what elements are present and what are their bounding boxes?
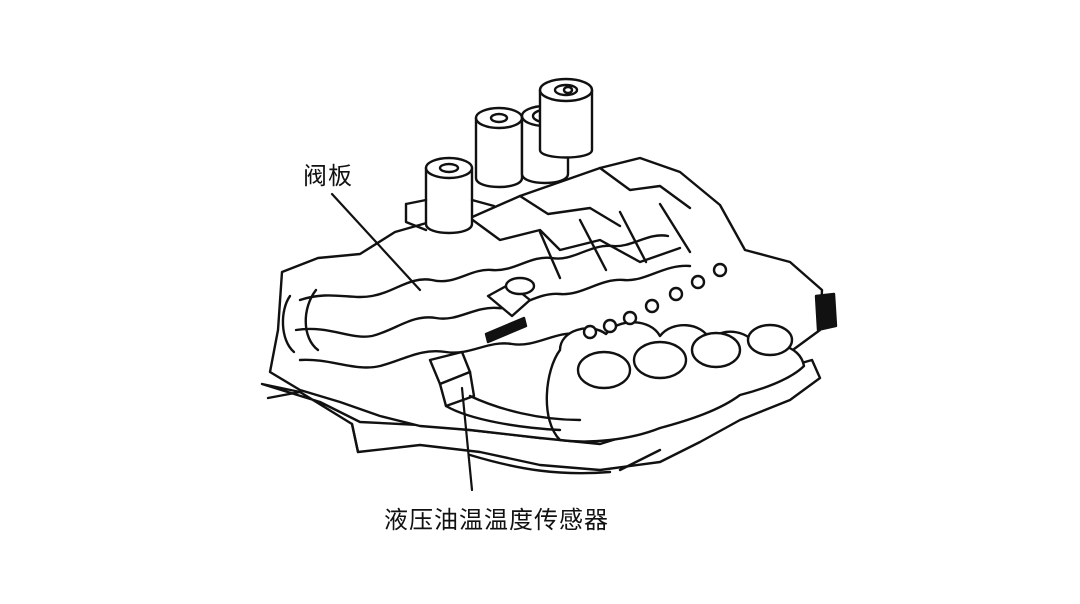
connector-tab <box>816 294 836 330</box>
bolt-hole <box>644 298 660 314</box>
solenoid <box>540 79 592 158</box>
leader-line-valve-body <box>332 194 420 290</box>
bolt-hole <box>602 318 618 334</box>
bolt-hole <box>622 310 638 326</box>
solenoid <box>406 158 494 233</box>
bolt-hole <box>582 324 598 340</box>
fluid-temp-sensor-label: 液压油温温度传感器 <box>384 506 609 534</box>
valve-body-channel <box>470 168 690 262</box>
valve-body-lobe <box>578 352 630 388</box>
valve-body-lobe <box>692 333 740 367</box>
valve-body-label: 阀板 <box>303 162 353 190</box>
bolt-hole <box>712 262 728 278</box>
valve-body-channel <box>540 204 690 278</box>
base-plate-edge <box>268 392 660 473</box>
fluid-temp-sensor <box>430 352 580 430</box>
leader-line-sensor <box>462 388 472 490</box>
solenoid <box>476 108 522 187</box>
valve-body-ridge <box>296 266 690 337</box>
bolt-hole-row <box>582 262 728 340</box>
bolt-hole <box>690 274 706 290</box>
valve-body-ridge <box>300 333 580 367</box>
bolt-hole <box>668 286 684 302</box>
valve-body-lobe <box>634 342 686 378</box>
valve-body-left-end <box>283 290 318 352</box>
valve-body-lobe <box>748 325 792 355</box>
valve-plug <box>486 278 534 342</box>
